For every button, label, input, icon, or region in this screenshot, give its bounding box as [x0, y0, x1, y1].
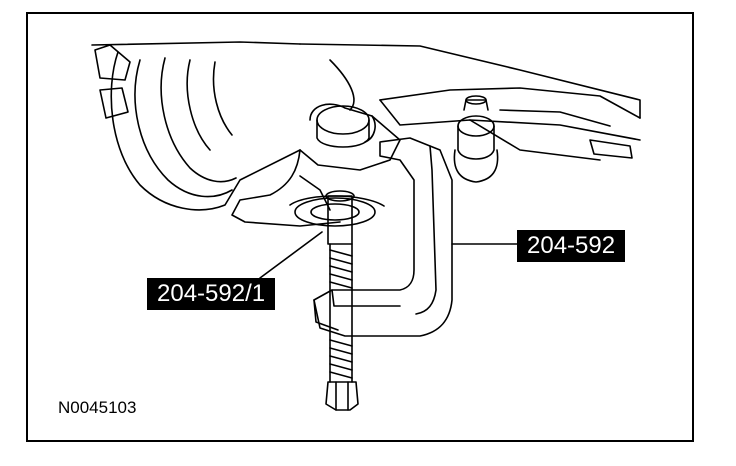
tool-callout-204-592-1: 204-592/1 — [147, 278, 276, 310]
tool-callout-204-592: 204-592 — [517, 230, 626, 262]
figure-frame — [26, 12, 694, 442]
ball-joint-nut — [453, 95, 499, 183]
suspension-arm — [299, 43, 641, 161]
leader-line-sub — [259, 231, 323, 279]
forcing-screw — [325, 190, 359, 411]
knuckle — [231, 103, 401, 227]
figure-id: N0045103 — [58, 398, 137, 417]
brake-rotor — [91, 41, 301, 211]
